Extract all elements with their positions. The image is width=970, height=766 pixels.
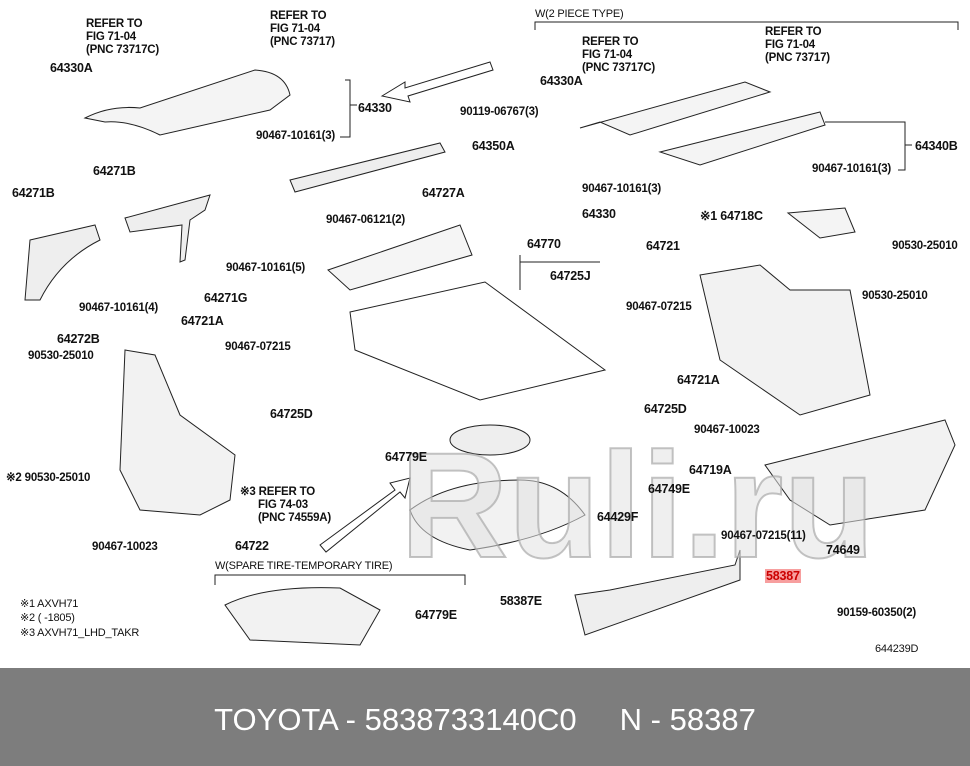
- bracket-spare-tire: [214, 574, 466, 585]
- part-number-caption: TOYOTA - 5838733140C0 N - 58387: [214, 702, 756, 737]
- part-label[interactable]: 90530-25010: [862, 290, 928, 302]
- part-58387: [574, 549, 741, 636]
- part-label[interactable]: 64429F: [597, 510, 639, 524]
- part-label[interactable]: 90467-06121(2): [326, 214, 406, 226]
- part-64779E-bin: [449, 424, 531, 456]
- part-label[interactable]: 90467-10161(3): [582, 183, 662, 195]
- part-64727A: [327, 224, 473, 291]
- part-label[interactable]: 64770: [527, 237, 561, 251]
- part-label[interactable]: 64779E: [385, 450, 427, 464]
- part-64350A: [289, 142, 446, 193]
- part-label[interactable]: 90159-60350(2): [837, 607, 917, 619]
- part-64770-mat: [349, 281, 607, 401]
- note: ※1 AXVH71: [20, 598, 79, 610]
- part-label-highlighted[interactable]: 58387: [765, 569, 801, 583]
- section-title-spare-tire: W(SPARE TIRE-TEMPORARY TIRE): [215, 560, 393, 572]
- part-label[interactable]: 64725D: [644, 402, 687, 416]
- part-label[interactable]: 90467-10161(4): [79, 302, 159, 314]
- part-label[interactable]: ※1 64718C: [700, 209, 763, 223]
- leader-64330: [340, 79, 357, 138]
- note: ※3 AXVH71_LHD_TAKR: [20, 627, 140, 639]
- part-64722: [119, 349, 236, 516]
- diagram-code: 644239D: [875, 643, 919, 655]
- part-64330-shelf: [83, 69, 291, 136]
- part-label[interactable]: 90467-10161(3): [812, 163, 892, 175]
- diagram-artwork: [24, 21, 959, 646]
- part-64719A: [764, 419, 956, 526]
- part-label[interactable]: 90119-06767(3): [460, 106, 539, 118]
- part-64779E-tray: [224, 587, 381, 646]
- part-64721: [699, 264, 871, 416]
- leader-64340B: [825, 121, 912, 171]
- part-label[interactable]: 90467-10023: [694, 424, 760, 436]
- part-label[interactable]: 64727A: [422, 186, 465, 200]
- part-label[interactable]: 90530-25010: [892, 240, 958, 252]
- part-label[interactable]: 90530-25010: [28, 350, 94, 362]
- part-label[interactable]: 64330A: [540, 74, 583, 88]
- part-label[interactable]: 64749E: [648, 482, 690, 496]
- bracket-2-piece: [534, 21, 959, 30]
- leader-64770: [519, 255, 600, 290]
- part-label[interactable]: 90467-10161(3): [256, 130, 336, 142]
- highlight-58387[interactable]: 58387: [765, 569, 801, 583]
- part-label[interactable]: 64721A: [677, 373, 720, 387]
- part-label[interactable]: 64721A: [181, 314, 224, 328]
- part-label[interactable]: 64725D: [270, 407, 313, 421]
- part-label[interactable]: 74649: [826, 543, 860, 557]
- part-label[interactable]: 64330: [358, 101, 392, 115]
- part-64340B: [658, 111, 826, 166]
- part-label[interactable]: 64721: [646, 239, 680, 253]
- footer-bar: TOYOTA - 5838733140C0 N - 58387: [0, 668, 970, 766]
- part-label[interactable]: 90467-07215(11): [721, 530, 806, 542]
- part-label[interactable]: 64271G: [204, 291, 248, 305]
- arrow-spare: [319, 477, 411, 553]
- part-label[interactable]: 64722: [235, 539, 269, 553]
- part-label[interactable]: 64330: [582, 207, 616, 221]
- part-label[interactable]: 64272B: [57, 332, 100, 346]
- part-label[interactable]: 90467-10161(5): [226, 262, 306, 274]
- part-label[interactable]: 64350A: [472, 139, 515, 153]
- part-label[interactable]: 64340B: [915, 139, 958, 153]
- part-label[interactable]: 90467-07215: [626, 301, 692, 313]
- part-label[interactable]: 58387E: [500, 594, 542, 608]
- part-label[interactable]: 64271B: [93, 164, 136, 178]
- part-label[interactable]: 64719A: [689, 463, 732, 477]
- part-64272B: [24, 224, 101, 301]
- section-title-2-piece: W(2 PIECE TYPE): [535, 8, 624, 20]
- part-64429F: [409, 479, 586, 551]
- part-label[interactable]: 90467-07215: [225, 341, 291, 353]
- part-64271G: [124, 194, 211, 263]
- part-label[interactable]: 64271B: [12, 186, 55, 200]
- part-label[interactable]: ※2 90530-25010: [6, 472, 91, 484]
- part-label[interactable]: 90467-10023: [92, 541, 158, 553]
- direction-arrow: [380, 61, 494, 103]
- part-64718C: [786, 207, 856, 239]
- part-label[interactable]: 64725J: [550, 269, 591, 283]
- part-label[interactable]: 64330A: [50, 61, 93, 75]
- part-label[interactable]: 64779E: [415, 608, 457, 622]
- note: ※2 ( -1805): [20, 612, 75, 624]
- part-64330-shelf-r: [579, 81, 772, 136]
